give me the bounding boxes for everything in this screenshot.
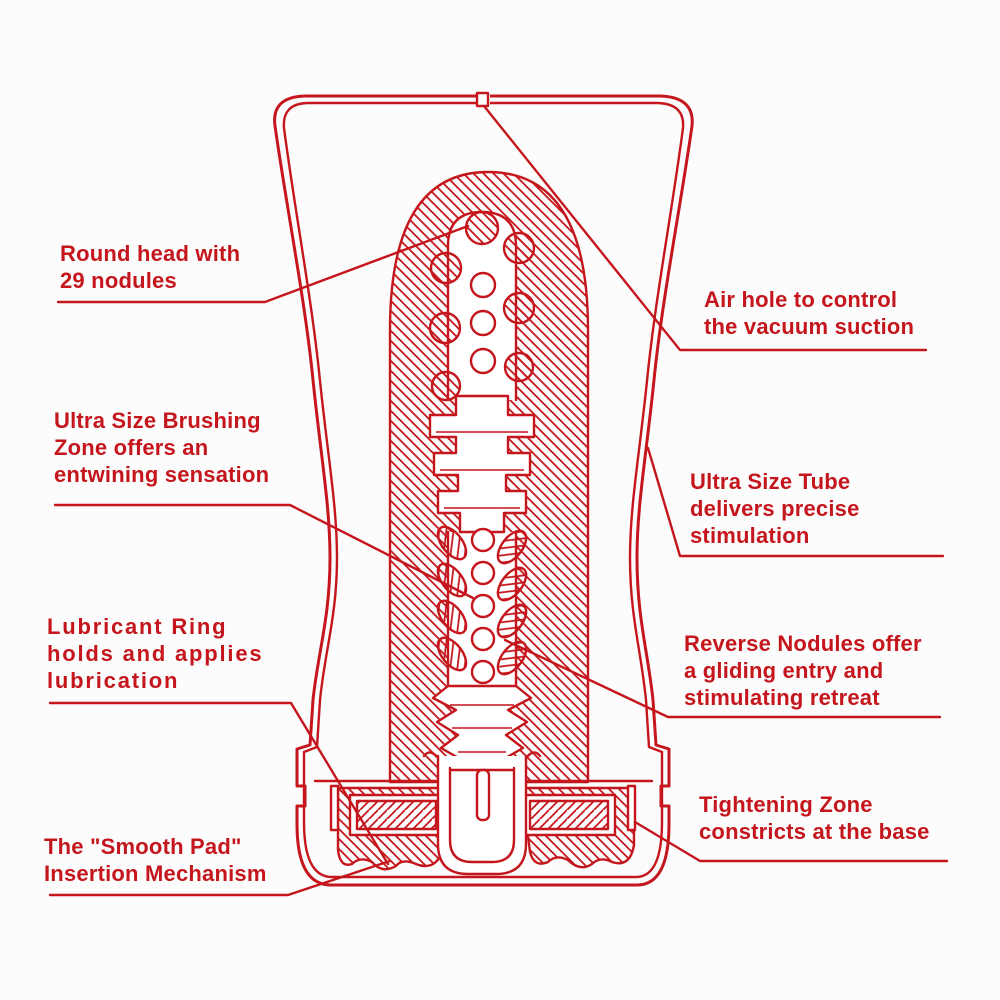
lubricant-ring-left bbox=[348, 793, 445, 837]
callout-tightening-zone: Tightening Zone constricts at the base bbox=[699, 792, 930, 844]
leader-air-hole bbox=[482, 104, 928, 352]
leader-lines bbox=[48, 104, 949, 897]
reverse-nodules bbox=[436, 525, 528, 676]
brushing-zone-flanges bbox=[428, 394, 536, 534]
callout-brushing-zone: Ultra Size Brushing Zone offers an entwi… bbox=[54, 408, 270, 487]
callout-smooth-pad: The "Smooth Pad" Insertion Mechanism bbox=[44, 834, 267, 886]
callout-ultra-size-tube: Ultra Size Tube delivers precise stimula… bbox=[690, 469, 860, 548]
air-hole bbox=[475, 91, 490, 108]
base-clip-right bbox=[626, 784, 637, 832]
leader-ultra-size-tube bbox=[646, 446, 945, 558]
tightening-funnel bbox=[431, 684, 533, 777]
callout-round-head: Round head with 29 nodules bbox=[60, 241, 241, 293]
leader-brushing-zone bbox=[53, 503, 475, 600]
lubricant-ring-right bbox=[521, 793, 617, 837]
inner-sleeve bbox=[388, 170, 590, 784]
outer-shell bbox=[273, 94, 694, 887]
insertion-slit bbox=[475, 768, 491, 822]
leader-reverse-nodules bbox=[503, 638, 942, 719]
head-nodules bbox=[428, 210, 536, 402]
leader-tightening-zone bbox=[633, 820, 949, 863]
callout-reverse-nodules: Reverse Nodules offer a gliding entry an… bbox=[684, 631, 922, 710]
callout-air-hole: Air hole to control the vacuum suction bbox=[704, 287, 915, 339]
base-assembly bbox=[313, 751, 654, 876]
insertion-channel bbox=[422, 751, 542, 876]
channel-air-beads bbox=[469, 271, 497, 685]
base-clip-left bbox=[329, 784, 340, 832]
callout-lubricant-ring: Lubricant Ring holds and applies lubrica… bbox=[47, 614, 264, 693]
leader-round-head bbox=[56, 224, 470, 304]
leader-lubricant-ring bbox=[48, 701, 390, 866]
leader-smooth-pad bbox=[48, 859, 392, 897]
